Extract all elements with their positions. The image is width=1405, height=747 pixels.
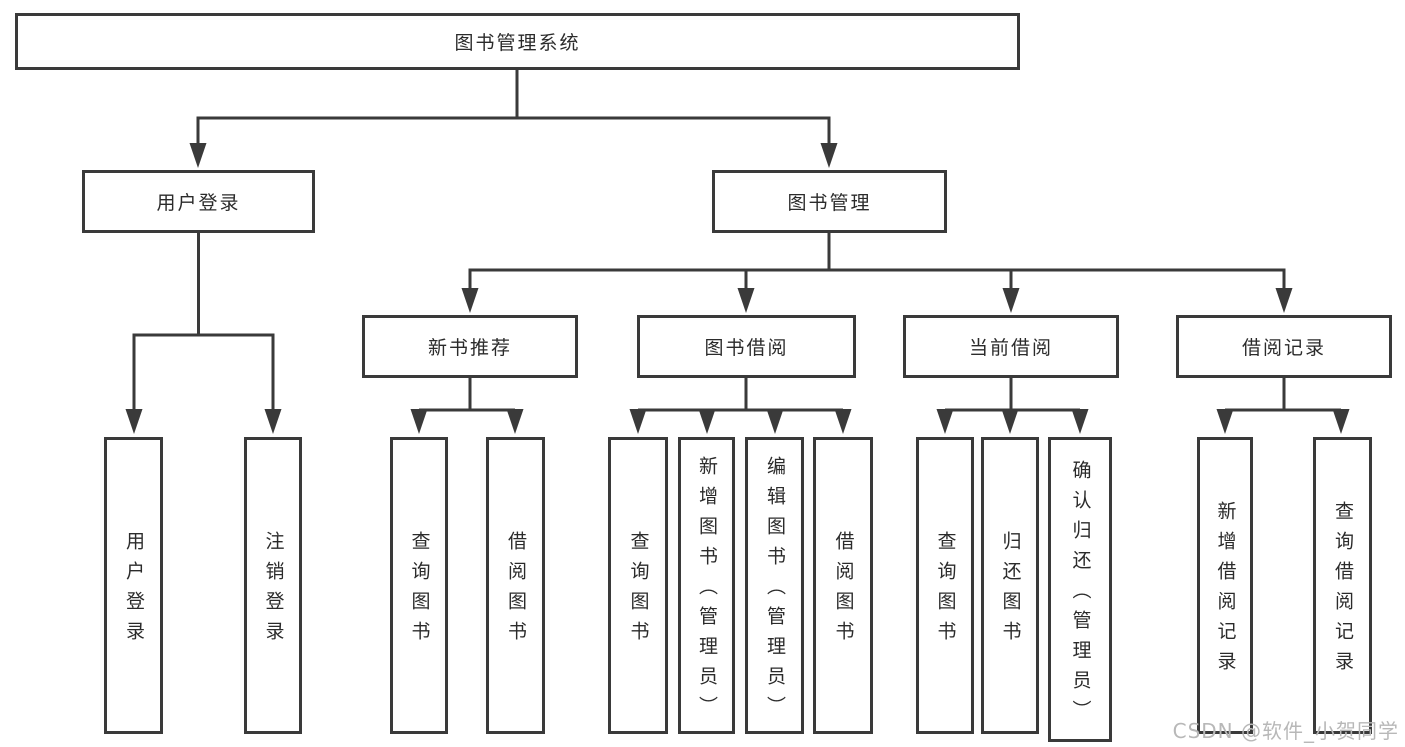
leaf-bb-borrow-book: 借阅图书 — [813, 437, 873, 734]
leaf-bb-query-book: 查询图书 — [608, 437, 668, 734]
connector-level2-bar — [196, 116, 831, 148]
connector-user-login-bar — [132, 333, 275, 412]
arrow-to-br-add-record — [1216, 409, 1234, 434]
node-book-borrowing: 图书借阅 — [637, 315, 856, 378]
arrow-to-cb-query-book — [936, 409, 954, 434]
leaf-rec-borrow-book: 借阅图书 — [486, 437, 545, 734]
leaf-cb-return-book: 归还图书 — [981, 437, 1039, 734]
leaf-cb-query-book: 查询图书 — [916, 437, 974, 734]
node-new-book-recommend: 新书推荐 — [362, 315, 578, 378]
leaf-br-add-record: 新增借阅记录 — [1197, 437, 1253, 734]
connector-level3-bar — [468, 268, 1286, 294]
node-borrow-records: 借阅记录 — [1176, 315, 1392, 378]
arrow-to-user-login — [189, 143, 207, 168]
arrow-to-br-query-record — [1332, 409, 1350, 434]
arrow-to-leaf-logout — [264, 409, 282, 434]
arrow-to-rec-query-book — [410, 409, 428, 434]
leaf-bb-add-book-admin: 新增图书（管理员） — [678, 437, 735, 734]
arrow-to-borrow-records — [1275, 288, 1293, 313]
leaf-user-login: 用户登录 — [104, 437, 163, 734]
leaf-bb-edit-book-admin: 编辑图书（管理员） — [745, 437, 804, 734]
node-user-login: 用户登录 — [82, 170, 315, 233]
arrow-to-book-mgmt — [820, 143, 838, 168]
leaf-br-query-record: 查询借阅记录 — [1313, 437, 1372, 734]
arrow-to-bb-query-book — [629, 409, 647, 434]
leaf-cb-confirm-return-admin: 确认归还（管理员） — [1048, 437, 1112, 742]
arrow-to-leaf-user-login — [125, 409, 143, 434]
node-book-management: 图书管理 — [712, 170, 947, 233]
arrow-to-current-borrow — [1002, 288, 1020, 313]
leaf-logout: 注销登录 — [244, 437, 302, 734]
arrow-to-cb-return-book — [1001, 409, 1019, 434]
arrow-to-cb-confirm-return — [1071, 409, 1089, 434]
leaf-rec-query-book: 查询图书 — [390, 437, 448, 734]
arrow-to-book-borrow — [737, 288, 755, 313]
node-current-borrowing: 当前借阅 — [903, 315, 1119, 378]
arrowheads — [125, 143, 1350, 434]
arrow-to-bb-edit-book — [766, 409, 784, 434]
arrow-to-bb-borrow-book — [834, 409, 852, 434]
arrow-to-new-book-rec — [461, 288, 479, 313]
csdn-watermark: CSDN @软件_小贺同学 — [1172, 719, 1399, 743]
arrow-to-bb-add-book — [698, 409, 716, 434]
node-book-management-system: 图书管理系统 — [15, 13, 1020, 70]
arrow-to-rec-borrow-book — [506, 409, 524, 434]
